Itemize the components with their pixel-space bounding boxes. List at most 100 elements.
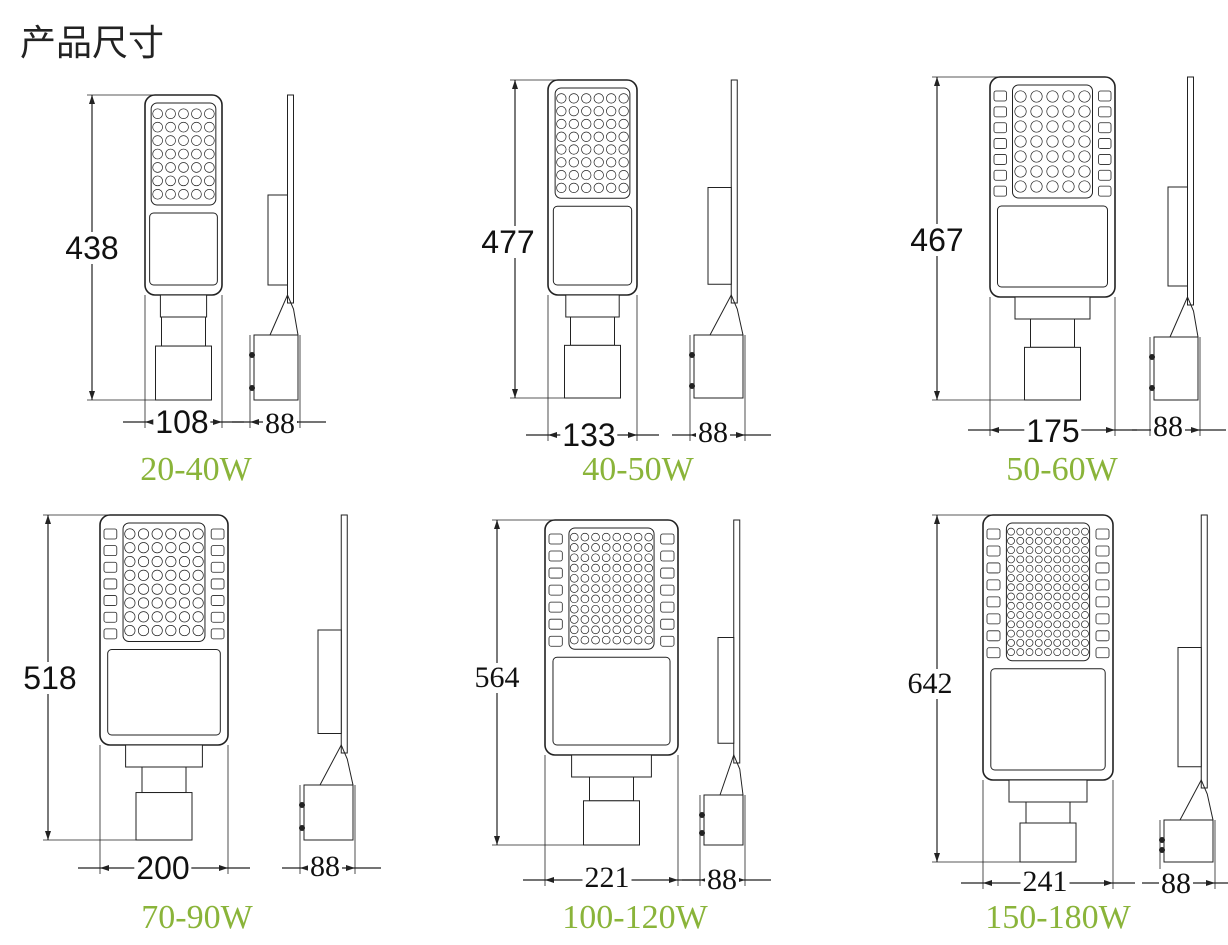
led-chip [1062, 611, 1071, 619]
led-chip [591, 604, 600, 614]
led-chip [1062, 555, 1071, 564]
led-chip [633, 543, 643, 552]
led-chip [1016, 611, 1025, 619]
led-chip [137, 528, 150, 540]
power-label: 150-180W [985, 899, 1131, 936]
dimension-arrow [934, 515, 940, 524]
led-chip [606, 106, 617, 117]
led-chip [137, 611, 150, 623]
heat-fin [986, 596, 1001, 608]
led-chip [191, 189, 202, 200]
led-chip [633, 635, 643, 645]
dimension-arrow [934, 853, 940, 862]
led-chip [191, 148, 202, 160]
led-chip [1025, 574, 1034, 582]
side-width-label: 88 [263, 407, 297, 440]
led-chip [1062, 180, 1075, 193]
led-chip [1078, 165, 1091, 178]
led-chip [165, 135, 176, 146]
led-chip [192, 611, 204, 623]
led-chip [1034, 620, 1043, 629]
heat-fin [986, 545, 1001, 557]
dimension-arrow [250, 419, 259, 425]
led-chip [1007, 592, 1015, 601]
led-chip [1046, 135, 1059, 148]
led-chip [1025, 527, 1034, 536]
led-chip [1025, 564, 1034, 573]
heat-fin [1095, 545, 1110, 557]
side-view-driver [317, 629, 342, 734]
led-chip [633, 574, 643, 583]
heat-fin [993, 106, 1007, 118]
led-chip [1071, 629, 1080, 638]
heat-fin [1095, 596, 1110, 608]
pole-adapter [1019, 822, 1077, 863]
led-chip [165, 583, 177, 595]
led-chip [1044, 629, 1052, 638]
led-chip [1044, 574, 1052, 582]
led-chip [601, 584, 611, 593]
side-view-driver [717, 637, 735, 744]
heat-fin [993, 169, 1007, 181]
led-chip [569, 635, 579, 645]
led-chip [1016, 564, 1025, 573]
led-chip [581, 131, 592, 142]
led-chip [1044, 620, 1052, 629]
width-label: 200 [134, 850, 192, 886]
led-panel [554, 87, 631, 199]
mount-bracket [159, 294, 208, 318]
led-chip [124, 625, 136, 637]
led-chip [1078, 180, 1091, 193]
led-chip [623, 532, 632, 542]
led-chip [644, 532, 654, 542]
led-chip [1034, 537, 1043, 545]
led-chip [569, 563, 579, 573]
led-chip [1046, 180, 1059, 193]
led-chip [568, 131, 579, 142]
led-chip [1071, 527, 1080, 536]
adapter-neck [141, 766, 187, 794]
led-chip [1078, 90, 1091, 103]
led-chip [178, 162, 189, 173]
led-chip [178, 583, 191, 595]
led-chip [1044, 564, 1052, 573]
led-chip [137, 542, 150, 554]
led-chip [1053, 592, 1062, 601]
led-chip [1034, 629, 1043, 638]
led-chip [152, 175, 163, 187]
led-chip [1071, 638, 1080, 647]
led-chip [1062, 120, 1075, 133]
led-chip [618, 169, 629, 181]
led-chip [1062, 105, 1075, 118]
led-chip [151, 597, 163, 609]
led-chip [165, 189, 176, 200]
heat-fin [548, 584, 563, 596]
side-view-joint [719, 753, 744, 796]
dimension-arrow [45, 831, 51, 840]
led-chip [1081, 583, 1089, 592]
led-chip [1062, 629, 1071, 638]
led-chip [618, 144, 629, 155]
led-chip [1016, 583, 1025, 592]
heat-fin [548, 601, 563, 613]
led-chip [644, 635, 654, 645]
dimension-arrow [346, 865, 355, 871]
led-chip [1071, 583, 1080, 592]
led-chip [593, 131, 604, 142]
led-panel [568, 527, 655, 650]
side-view-adapter [303, 784, 354, 841]
led-chip [633, 625, 643, 635]
led-chip [581, 144, 592, 155]
led-chip [601, 553, 611, 563]
led-chip [165, 108, 176, 119]
dimension-arrow [990, 427, 999, 433]
height-label: 518 [21, 660, 79, 696]
heat-fin [993, 185, 1007, 197]
dimension-arrow [45, 515, 51, 524]
pole-adapter [155, 345, 212, 401]
led-chip [569, 553, 579, 563]
led-chip [581, 182, 592, 193]
dimension-arrow [1206, 880, 1215, 886]
heat-fin [1098, 90, 1112, 102]
